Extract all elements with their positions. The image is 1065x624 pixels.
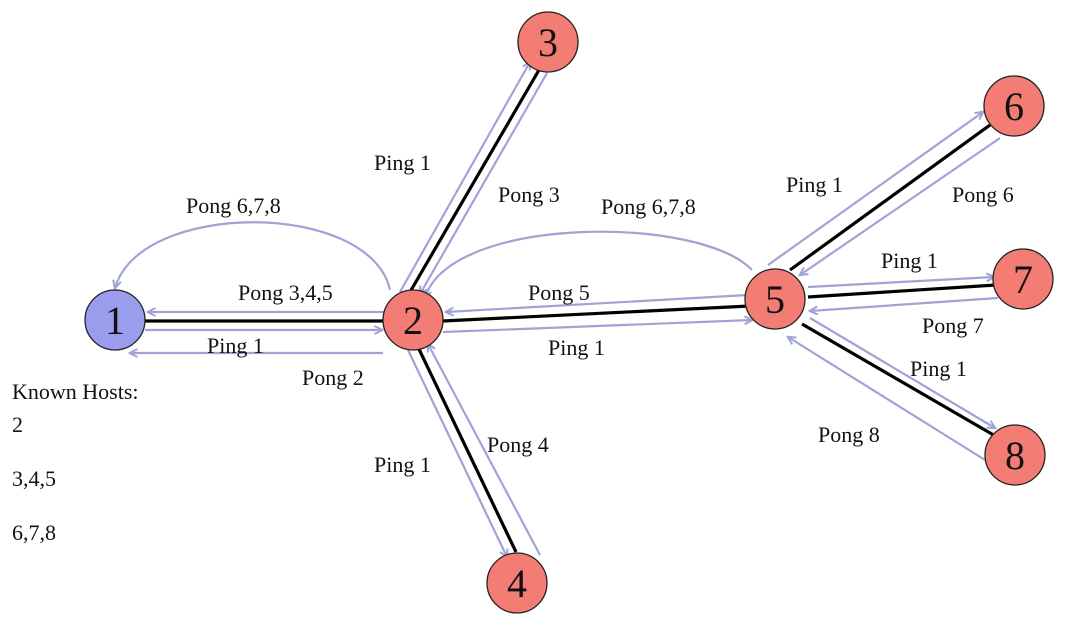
- node-6: 6: [983, 75, 1045, 137]
- label-ping1-5-7: Ping 1: [881, 248, 938, 273]
- edge-2-5: [442, 293, 752, 334]
- known-hosts-line-2: 3,4,5: [12, 466, 56, 491]
- edge-2-4: [407, 344, 541, 557]
- label-pong-8: Pong 8: [818, 422, 880, 447]
- known-hosts-line-1: 2: [12, 412, 23, 437]
- pong-678-curve-left: [115, 221, 392, 290]
- label-ping1-1-2: Ping 1: [207, 333, 264, 358]
- label-pong-6: Pong 6: [952, 182, 1014, 207]
- label-pong-2: Pong 2: [302, 365, 364, 390]
- known-hosts-line-3: 6,7,8: [12, 520, 56, 545]
- label-ping1-2-4: Ping 1: [374, 452, 431, 477]
- label-ping1-5-6: Ping 1: [786, 172, 843, 197]
- label-pong-678-left: Pong 6,7,8: [186, 193, 281, 218]
- label-pong-7: Pong 7: [922, 313, 984, 338]
- node-5: 5: [744, 268, 806, 330]
- node-7-label: 7: [1013, 257, 1033, 302]
- label-pong-3: Pong 3: [498, 182, 560, 207]
- label-pong-4: Pong 4: [487, 432, 549, 457]
- known-hosts-panel: Known Hosts: 2 3,4,5 6,7,8: [12, 379, 139, 545]
- node-4: 4: [486, 552, 548, 614]
- edge-5-8: [788, 317, 998, 461]
- node-8: 8: [984, 424, 1046, 486]
- label-pong-345: Pong 3,4,5: [238, 280, 333, 305]
- edge-2-3: [399, 62, 548, 294]
- node-5-label: 5: [765, 277, 785, 322]
- node-3: 3: [517, 11, 579, 73]
- node-8-label: 8: [1005, 433, 1025, 478]
- node-6-label: 6: [1004, 84, 1024, 129]
- label-ping1-2-5: Ping 1: [548, 335, 605, 360]
- label-ping1-5-8: Ping 1: [910, 356, 967, 381]
- edge-1-2: [130, 312, 385, 353]
- label-pong-5: Pong 5: [528, 280, 590, 305]
- node-3-label: 3: [538, 20, 558, 65]
- node-1: 1: [84, 289, 146, 351]
- node-7: 7: [992, 248, 1054, 310]
- node-2-label: 2: [403, 298, 423, 343]
- node-4-label: 4: [507, 561, 527, 606]
- edge-5-7: [807, 277, 999, 311]
- pong-678-curve-right: [425, 230, 753, 298]
- edge-5-6: [767, 112, 1001, 275]
- node-2: 2: [382, 289, 444, 351]
- known-hosts-title: Known Hosts:: [12, 379, 139, 404]
- label-pong-678-right: Pong 6,7,8: [601, 194, 696, 219]
- label-ping1-2-3: Ping 1: [374, 150, 431, 175]
- node-1-label: 1: [105, 298, 125, 343]
